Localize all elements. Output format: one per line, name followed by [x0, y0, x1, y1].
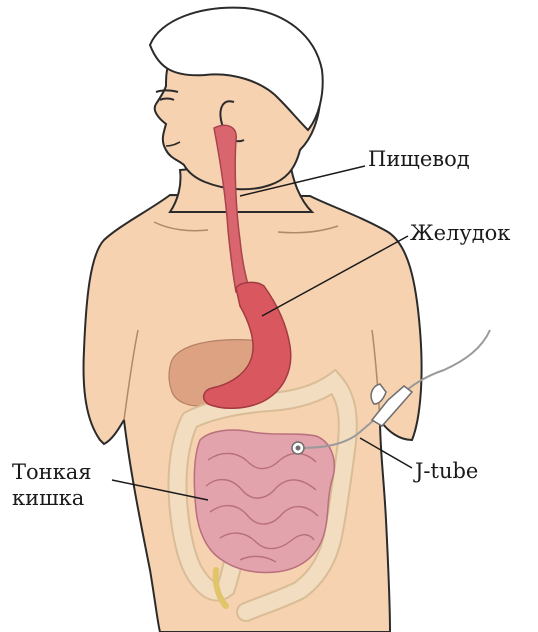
small-intestine-label: Тонкая кишка — [12, 459, 92, 511]
stomach-label: Желудок — [410, 220, 510, 246]
jtube-port-inner — [296, 446, 301, 451]
esophagus-label: Пищевод — [368, 146, 470, 172]
small-intestine — [194, 430, 334, 572]
small-intestine-label-line2: кишка — [12, 485, 92, 511]
small-intestine-label-line1: Тонкая — [12, 459, 92, 485]
jtube-label: J-tube — [415, 458, 478, 484]
